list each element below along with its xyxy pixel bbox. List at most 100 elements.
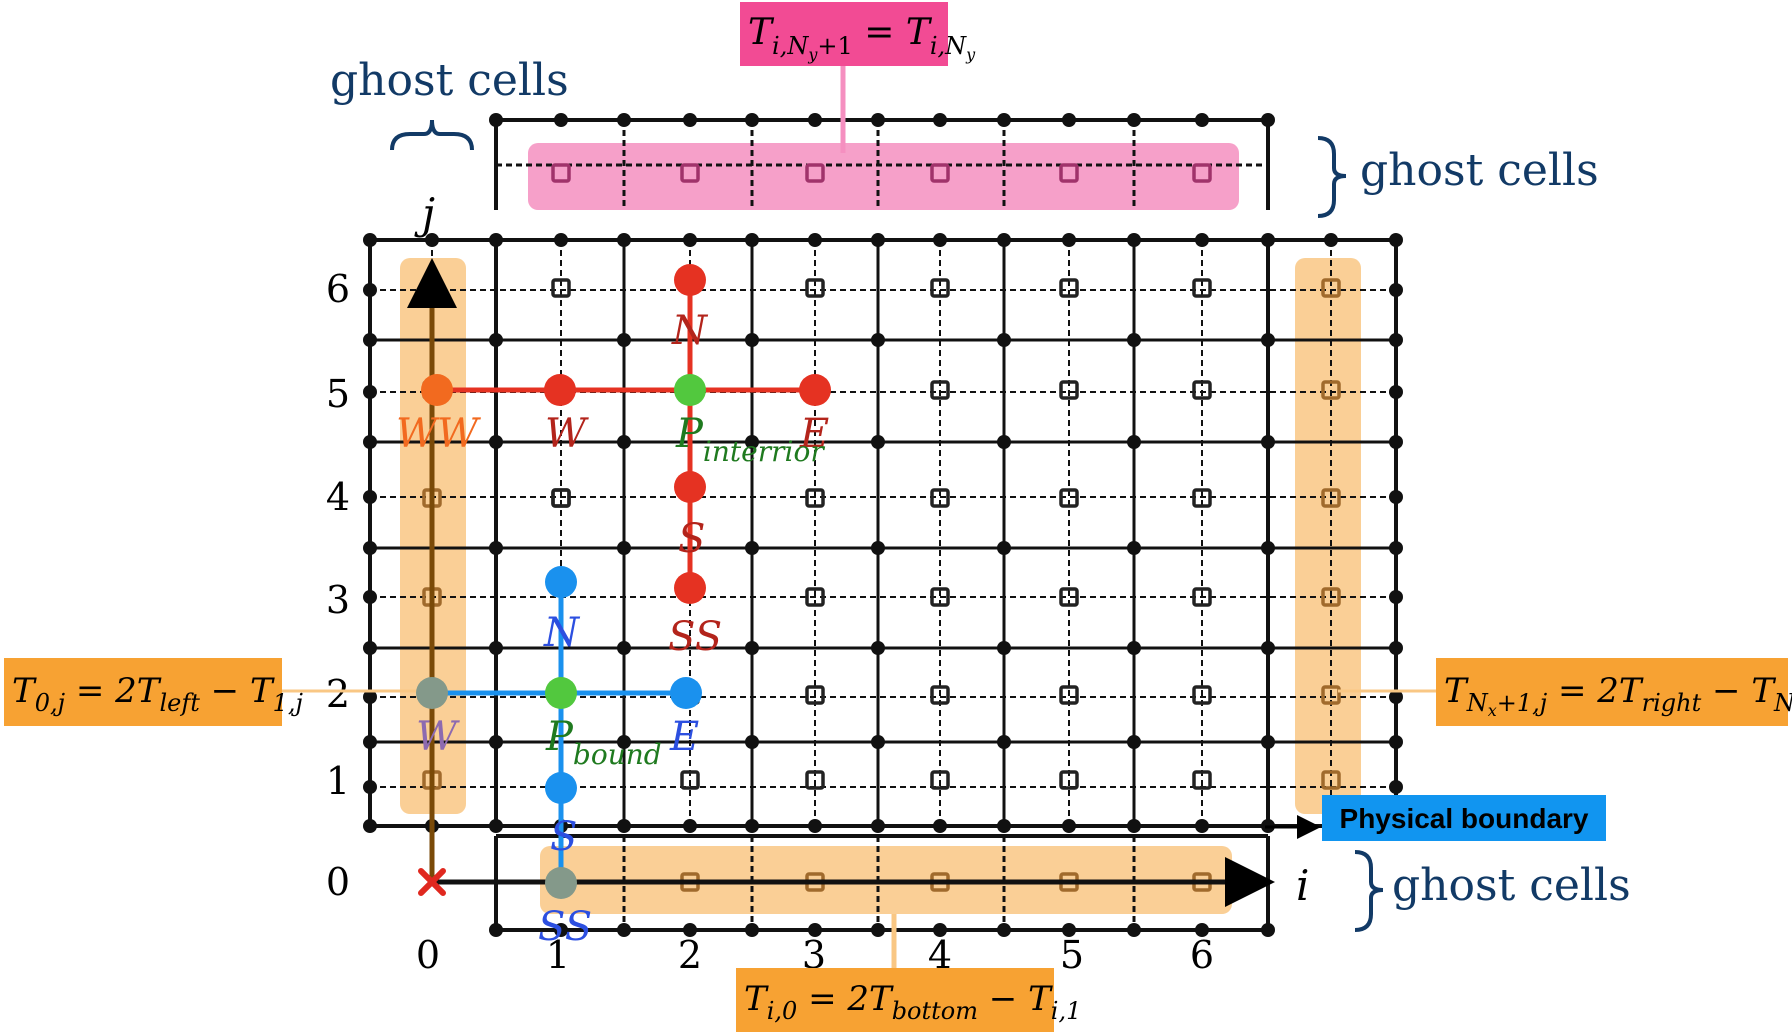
grid-node [1389,690,1403,704]
j-tick-label: 1 [326,759,350,803]
grid-node [617,435,631,449]
grid-node [745,435,759,449]
grid-node [489,819,503,833]
grid-node [1127,435,1141,449]
cell-center-marker [805,770,825,790]
cell-center-marker [1059,278,1079,298]
grid-node [1261,923,1275,937]
grid-node [745,819,759,833]
cell-center-marker [1321,278,1341,298]
grid-node [808,233,822,247]
left-formula: T0,j = 2Tleft − T1,j [12,671,304,717]
brace-top-icon [390,119,474,151]
grid-node [871,233,885,247]
boundary-SS-node [545,867,577,899]
cell-center-marker [1059,685,1079,705]
grid-node [1195,233,1209,247]
cell-center-marker [1059,163,1079,183]
cell-center-marker [1059,770,1079,790]
cell-center-marker [1059,380,1079,400]
origin-cross-icon [418,868,446,896]
j-tick-label: 5 [326,372,350,416]
interior-N-label: N [671,308,709,354]
grid-node [1127,641,1141,655]
cell-center-marker [1321,685,1341,705]
grid-node [489,923,503,937]
boundary-E-node [670,677,702,709]
grid-node [745,233,759,247]
cell-center-marker [930,380,950,400]
grid-node [1389,541,1403,555]
grid-node [1389,333,1403,347]
boundary-S-label: S [550,814,577,860]
grid-node [933,113,947,127]
bottom-formula-box [736,968,1054,1032]
cell-center-marker [1192,488,1212,508]
interior-S-label: S [678,516,705,562]
grid-node [1389,641,1403,655]
grid-node [745,641,759,655]
grid-node [1389,385,1403,399]
interior-P-label: Pinterrior [675,411,825,468]
grid-node [745,333,759,347]
grid-node [1261,735,1275,749]
grid-node [489,233,503,247]
grid-node [1261,233,1275,247]
boundary-E-label: E [669,714,699,760]
grid-node [363,333,377,347]
grid-node [808,923,822,937]
grid-node [425,233,439,247]
cell-center-marker [1192,380,1212,400]
grid-node [363,590,377,604]
cell-center-marker [1321,770,1341,790]
grid-node [554,923,568,937]
grid-node [745,541,759,555]
grid-node [808,113,822,127]
interior-WW-node [421,374,453,406]
grid-node [997,113,1011,127]
cell-center-marker [551,278,571,298]
grid-node [933,819,947,833]
cell-center-marker [805,587,825,607]
grid-node [363,490,377,504]
grid-node [1389,735,1403,749]
grid-node [489,333,503,347]
top-formula-box [740,2,948,66]
grid-node [489,735,503,749]
bottom-formula: Ti,0 = 2Tbottom − Ti,1 [744,979,1081,1025]
i-tick-label: 6 [1190,933,1214,977]
brace-bottom-icon [1354,850,1384,932]
grid-node [617,233,631,247]
grid-node [489,541,503,555]
grid-node [1127,819,1141,833]
interior-E-node [799,374,831,406]
cell-center-marker [805,488,825,508]
interior-W-label: W [545,411,589,457]
grid-node [871,333,885,347]
cell-center-marker [1059,587,1079,607]
grid-node [1261,113,1275,127]
cell-center-marker [930,163,950,183]
i-tick-label: 2 [678,933,702,977]
grid-node [997,435,1011,449]
cell-center-marker [1192,163,1212,183]
left-formula-box [4,658,282,726]
cell-center-marker [805,685,825,705]
grid-node [683,113,697,127]
boundary-P-label: Pbound [545,714,662,771]
cell-center-marker [680,163,700,183]
grid-node [363,435,377,449]
cell-center-marker [930,685,950,705]
right-ghost-highlight [1295,258,1361,814]
grid-nodes [363,113,1403,937]
grid-node [1062,923,1076,937]
top-ghost-highlight [528,143,1239,210]
interior-S-node [674,471,706,503]
grid-node [1261,435,1275,449]
j-axis-label: j [414,189,435,238]
grid-node [1127,923,1141,937]
boundary-W-label: W [416,714,460,760]
grid-node [617,541,631,555]
